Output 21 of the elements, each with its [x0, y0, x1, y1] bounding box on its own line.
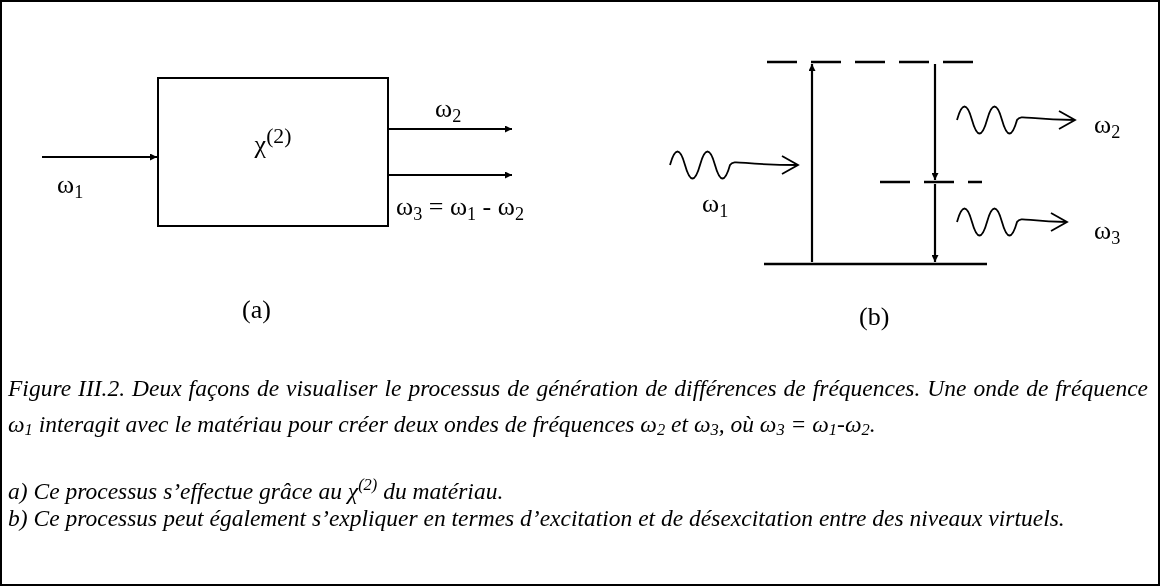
- panel-label: (b): [859, 302, 890, 332]
- susceptibility-label: χ$^{(2)}$: [254, 124, 292, 160]
- ground-level-line: [764, 262, 987, 266]
- frequency-label: ω$_{2}$: [1094, 110, 1121, 143]
- arrow: [931, 64, 939, 180]
- arrow: [389, 171, 512, 179]
- caption-note: b) Ce processus peut également s’expliquer en termes d’excitation et de désexcitation entre des niveaux virtuels.: [8, 505, 1066, 532]
- frequency-label: ω$_{3}$: [1094, 216, 1121, 249]
- edge-label: ω$_{1}$: [57, 170, 84, 203]
- virtual-level-line: [880, 180, 982, 184]
- arrow: [808, 64, 816, 262]
- process-box: [157, 77, 389, 227]
- arrow: [389, 125, 512, 133]
- caption-note: a) Ce processus s’effectue grâce au χ$^{(2)}$ du matériau.: [8, 478, 505, 505]
- frequency-label: ω$_{1}$: [702, 189, 729, 222]
- arrow: [42, 153, 157, 161]
- arrow: [931, 184, 939, 262]
- edge-label: ω$_{2}$: [435, 94, 462, 127]
- figure-caption: Figure III.2. Deux façons de visualiser le processus de génération de différences de fréquences. Une onde de fréquence ω$_{1}$ interagit avec le matériau pour créer deux ondes de fréquences ω$_{2}$ et ω$_{3}$, où ω$_{3}$ = ω$_{1}$-ω$_{2}$.: [8, 374, 1148, 442]
- edge-label: ω$_{3}$ = ω$_{1}$ - ω$_{2}$: [396, 192, 524, 225]
- panel-label: (a): [242, 295, 271, 325]
